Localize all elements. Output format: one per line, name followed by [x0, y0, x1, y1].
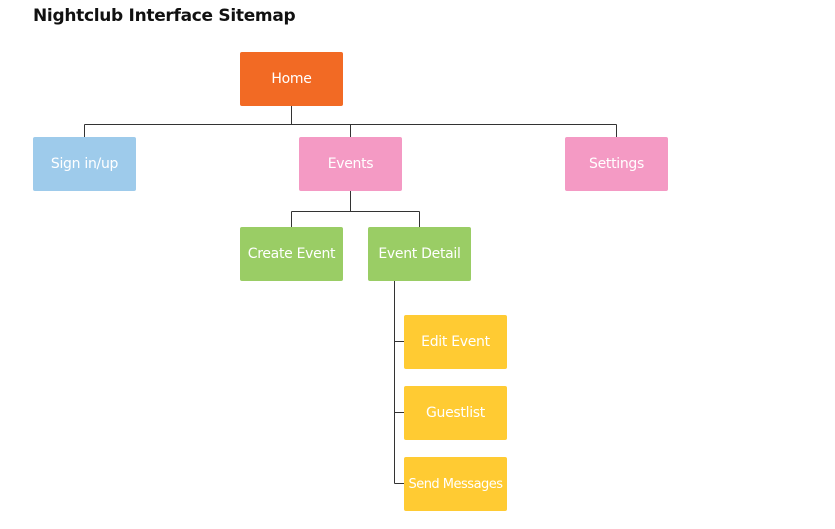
node-events[interactable]: Events	[299, 137, 402, 191]
node-edit-event[interactable]: Edit Event	[404, 315, 507, 369]
node-event-detail[interactable]: Event Detail	[368, 227, 471, 281]
node-settings-label: Settings	[588, 156, 645, 172]
node-create-event[interactable]: Create Event	[240, 227, 343, 281]
node-guestlist[interactable]: Guestlist	[404, 386, 507, 440]
node-settings[interactable]: Settings	[565, 137, 668, 191]
node-event-detail-label: Event Detail	[378, 246, 461, 262]
node-home-label: Home	[271, 71, 312, 87]
node-guestlist-label: Guestlist	[426, 405, 485, 421]
node-edit-event-label: Edit Event	[421, 334, 490, 350]
node-sign-in[interactable]: Sign in/up	[33, 137, 136, 191]
node-create-event-label: Create Event	[247, 246, 336, 262]
node-sign-in-label: Sign in/up	[50, 156, 119, 172]
node-send-messages[interactable]: Send Messages	[404, 457, 507, 511]
node-home[interactable]: Home	[240, 52, 343, 106]
node-send-messages-label: Send Messages	[408, 476, 503, 492]
sitemap-title: Nightclub Interface Sitemap	[33, 6, 296, 26]
node-events-label: Events	[327, 156, 374, 172]
